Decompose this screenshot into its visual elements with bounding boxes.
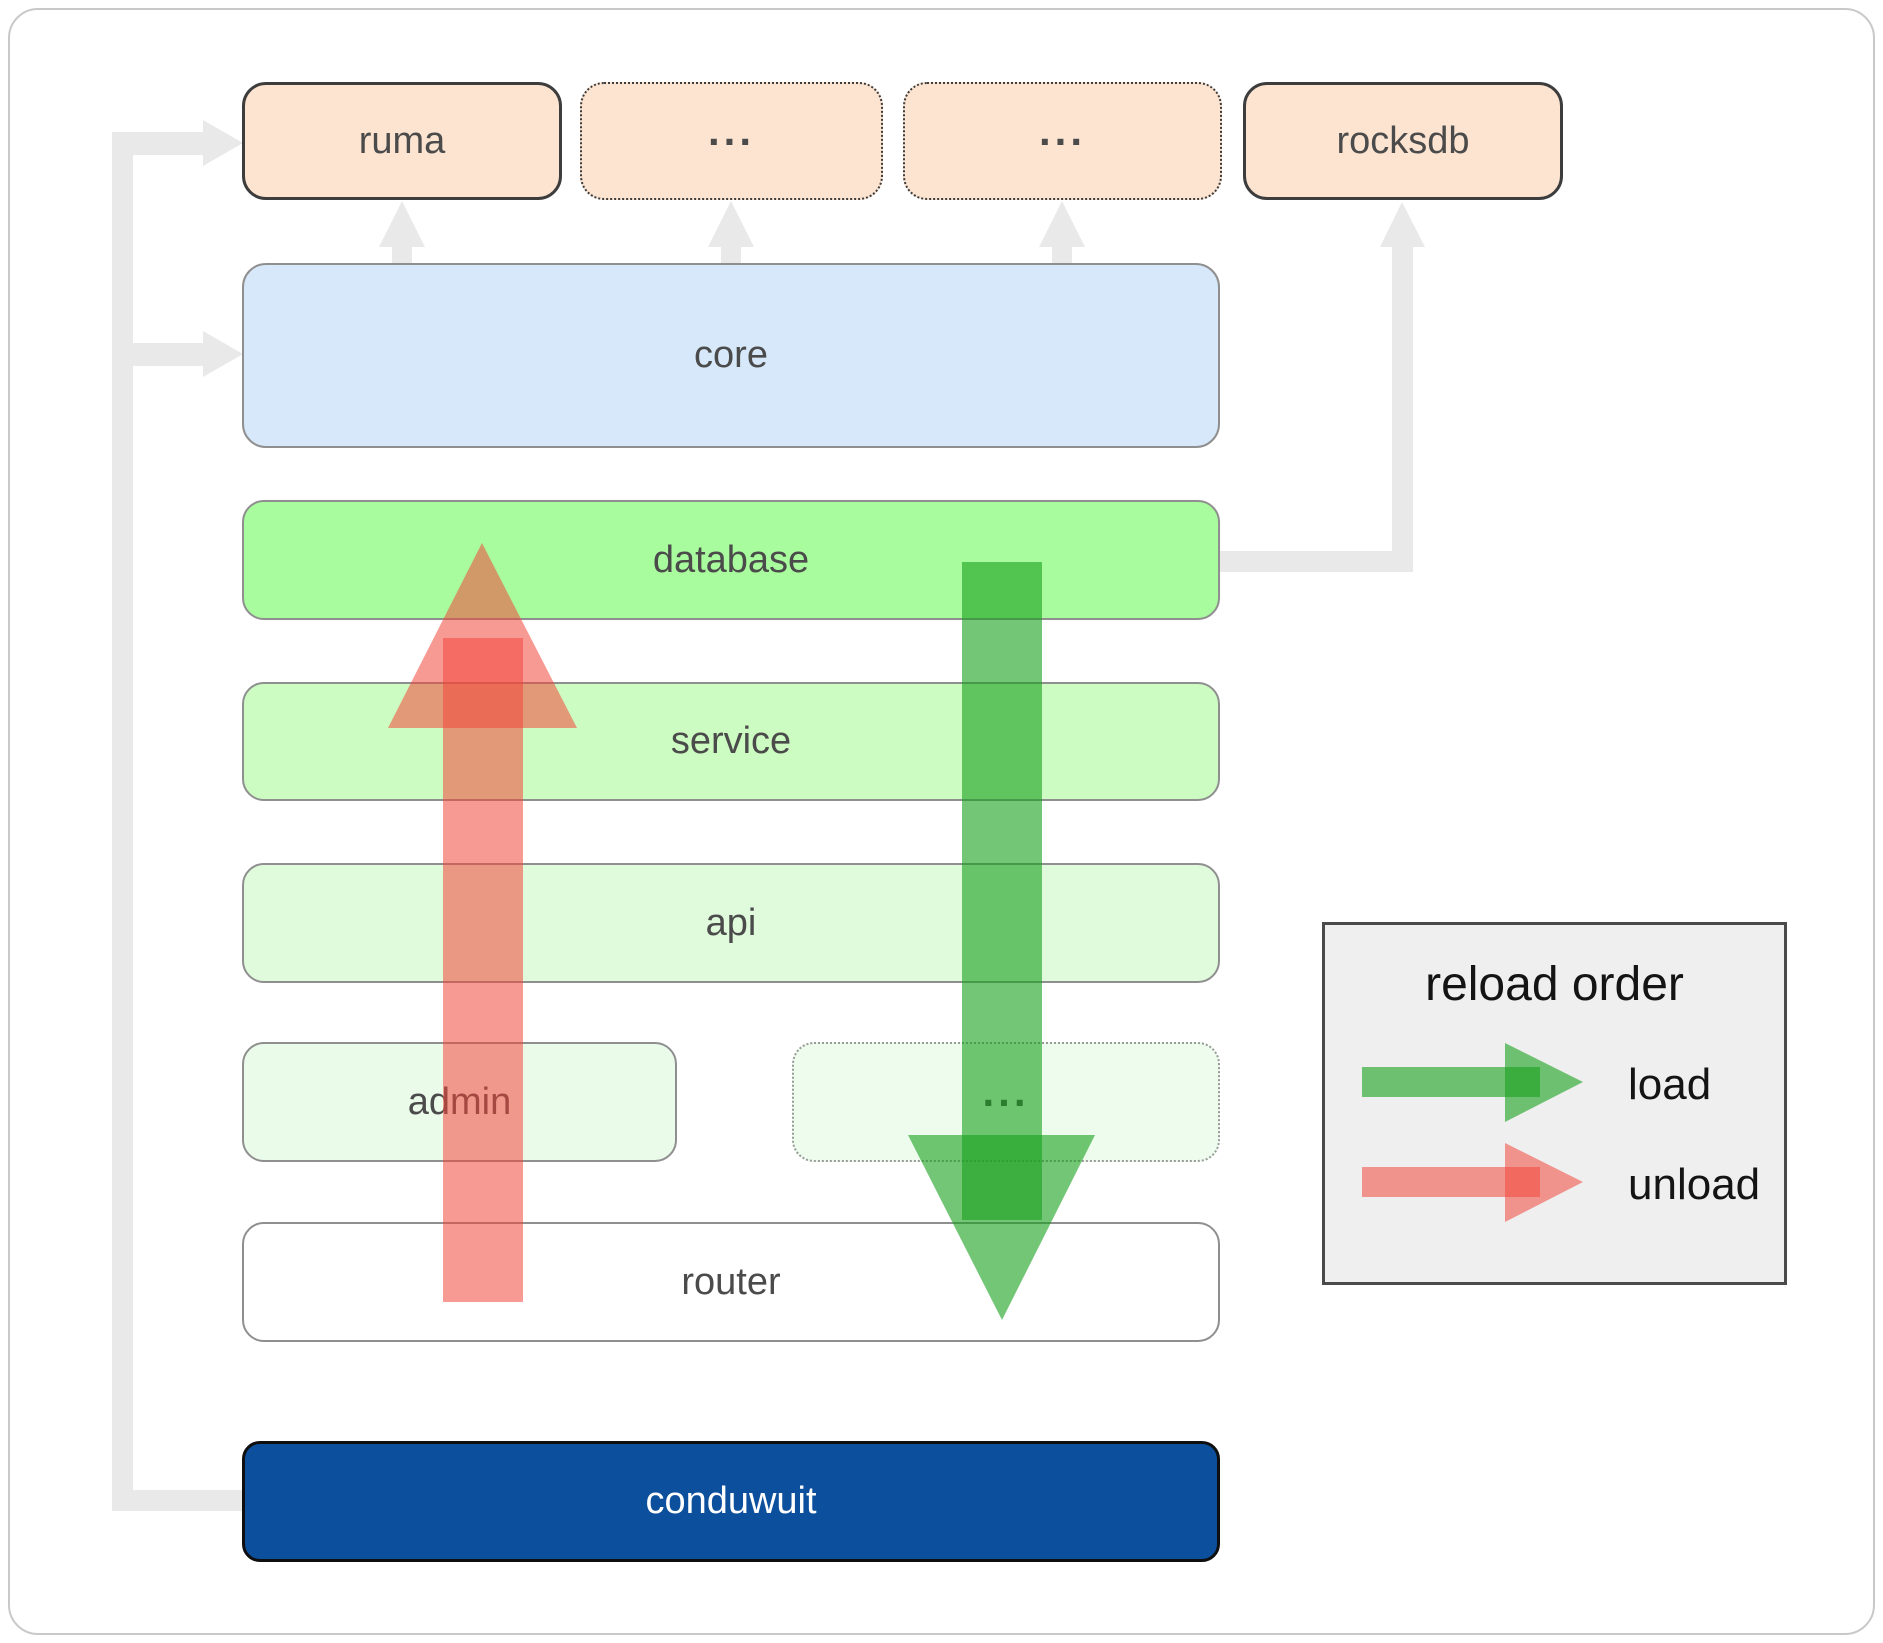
arrow-core-to-ruma-head xyxy=(379,201,425,247)
box-service-label: service xyxy=(670,720,792,762)
box-database-label: database xyxy=(652,538,810,581)
legend-box: reload order load unload xyxy=(1322,922,1787,1285)
arrow-core-to-ellipsis2-shaft xyxy=(1052,247,1072,264)
box-core: core xyxy=(242,263,1220,448)
arrow-core-to-ellipsis1-shaft xyxy=(721,247,741,264)
box-api: api xyxy=(242,863,1220,983)
box-conduwuit-label: conduwuit xyxy=(645,1480,817,1522)
box-conduwuit: conduwuit xyxy=(242,1441,1220,1562)
box-ellipsis-2: ... xyxy=(903,82,1222,200)
connector-database-to-rocksdb-vertical xyxy=(1392,247,1413,572)
box-core-label: core xyxy=(694,334,768,376)
connector-conduwuit-branch xyxy=(112,1490,243,1511)
arrow-conduwuit-to-core-shaft xyxy=(133,343,203,366)
legend-unload-label: unload xyxy=(1628,1160,1761,1209)
arrow-conduwuit-to-ruma-head xyxy=(203,120,243,166)
box-service: service xyxy=(242,682,1220,801)
arrow-core-to-ellipsis2-head xyxy=(1039,201,1085,247)
box-ellipsis-2-label: ... xyxy=(1038,107,1086,154)
box-router-label: router xyxy=(681,1260,781,1303)
box-admin-ellipsis-label: ... xyxy=(982,1068,1030,1115)
box-router: router xyxy=(242,1222,1220,1342)
legend-title: reload order xyxy=(1425,958,1684,1011)
box-admin-label: admin xyxy=(407,1080,512,1123)
arrow-core-to-ellipsis1-head xyxy=(708,201,754,247)
connector-conduwuit-trunk xyxy=(112,132,133,1511)
box-ellipsis-1-label: ... xyxy=(707,107,755,154)
box-rocksdb-label: rocksdb xyxy=(1336,119,1470,162)
arrow-conduwuit-to-ruma-shaft xyxy=(133,132,203,155)
box-ellipsis-1: ... xyxy=(580,82,883,200)
arrow-core-to-ruma-shaft xyxy=(392,247,412,264)
box-admin: admin xyxy=(242,1042,677,1162)
box-ruma-label: ruma xyxy=(358,119,446,162)
legend-load-label: load xyxy=(1628,1060,1712,1109)
box-api-label: api xyxy=(705,901,757,944)
arrow-conduwuit-to-core-head xyxy=(203,331,243,377)
arrow-database-to-rocksdb-head xyxy=(1380,202,1425,247)
box-database: database xyxy=(242,500,1220,620)
box-admin-ellipsis: ... xyxy=(792,1042,1220,1162)
box-ruma: ruma xyxy=(242,82,562,200)
box-rocksdb: rocksdb xyxy=(1243,82,1563,200)
outer-frame xyxy=(8,8,1875,1635)
connector-database-to-rocksdb-horizontal xyxy=(1220,551,1413,572)
